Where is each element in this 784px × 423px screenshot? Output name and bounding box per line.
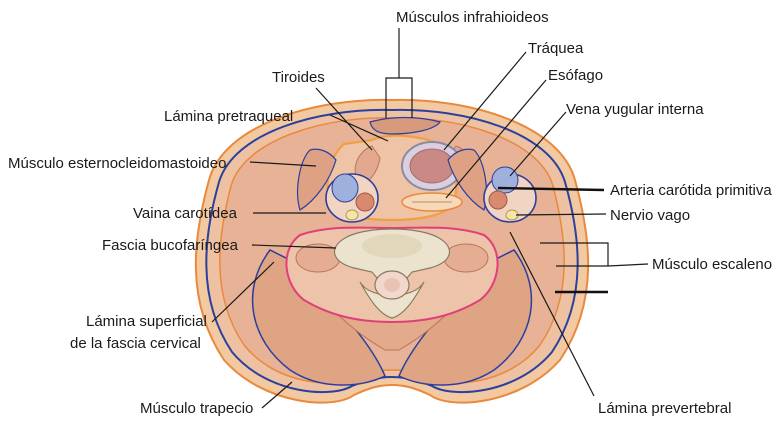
jugular-vein-left xyxy=(332,174,358,202)
scalene-right xyxy=(444,244,488,272)
label-lamina-superficial-line2: de la fascia cervical xyxy=(70,335,201,352)
label-musculo-escaleno: Músculo escaleno xyxy=(652,256,772,273)
label-lamina-prevertebral: Lámina prevertebral xyxy=(598,400,731,417)
label-fascia-bucofaringea: Fascia bucofaríngea xyxy=(102,237,239,254)
label-musculo-trapecio: Músculo trapecio xyxy=(140,400,253,417)
label-esofago: Esófago xyxy=(548,67,603,84)
label-tiroides: Tiroides xyxy=(272,69,325,86)
label-musculos-infrahioideos: Músculos infrahioideos xyxy=(396,9,549,26)
label-vena-yugular-interna: Vena yugular interna xyxy=(566,101,704,118)
carotid-artery-right xyxy=(489,191,507,209)
vertebral-body-dots xyxy=(362,234,422,258)
neck-anatomy xyxy=(196,100,588,403)
trachea-lumen xyxy=(410,149,454,183)
spinal-cord-inner xyxy=(384,278,400,292)
label-musculo-esternocleidomastoideo: Músculo esternocleidomastoideo xyxy=(8,155,226,172)
vagus-nerve-left xyxy=(346,210,358,220)
label-vaina-carotidea: Vaina carotídea xyxy=(133,205,238,222)
leader-musculo-escaleno xyxy=(608,264,648,266)
label-traquea: Tráquea xyxy=(528,40,584,57)
label-nervio-vago: Nervio vago xyxy=(610,207,690,224)
label-lamina-superficial-line1: Lámina superficial xyxy=(86,313,207,330)
label-arteria-carotida-primitiva: Arteria carótida primitiva xyxy=(610,182,772,199)
carotid-artery-left xyxy=(356,193,374,211)
label-lamina-pretraqueal: Lámina pretraqueal xyxy=(164,108,293,125)
